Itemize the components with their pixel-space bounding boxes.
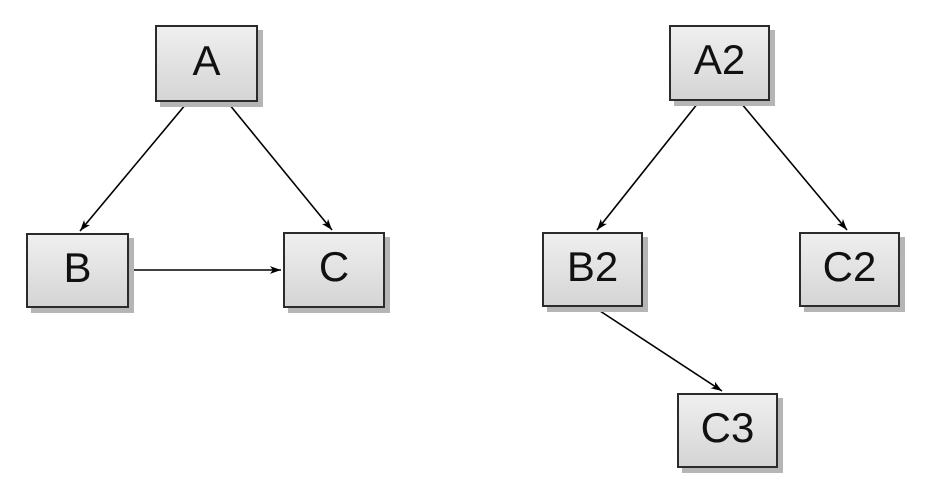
node-B2[interactable]: B2 — [542, 232, 643, 307]
node-A[interactable]: A — [155, 25, 258, 102]
edge-A-B[interactable] — [79, 103, 187, 232]
node-C[interactable]: C — [283, 232, 385, 308]
node-label-C3: C3 — [700, 403, 755, 451]
edge-A2-B2[interactable] — [596, 102, 699, 231]
node-label-B2: B2 — [566, 242, 619, 290]
node-label-B: B — [63, 243, 92, 291]
node-label-A: A — [192, 36, 221, 84]
node-A2[interactable]: A2 — [669, 25, 770, 101]
edge-B2-C3[interactable] — [596, 308, 723, 392]
edge-A-C[interactable] — [228, 103, 333, 231]
node-label-C: C — [318, 243, 350, 290]
node-label-A2: A2 — [693, 36, 746, 83]
node-C2[interactable]: C2 — [799, 232, 900, 307]
node-B[interactable]: B — [26, 233, 129, 308]
edge-A2-C2[interactable] — [740, 102, 848, 231]
node-C3[interactable]: C3 — [677, 393, 778, 468]
node-label-C2: C2 — [822, 242, 877, 290]
